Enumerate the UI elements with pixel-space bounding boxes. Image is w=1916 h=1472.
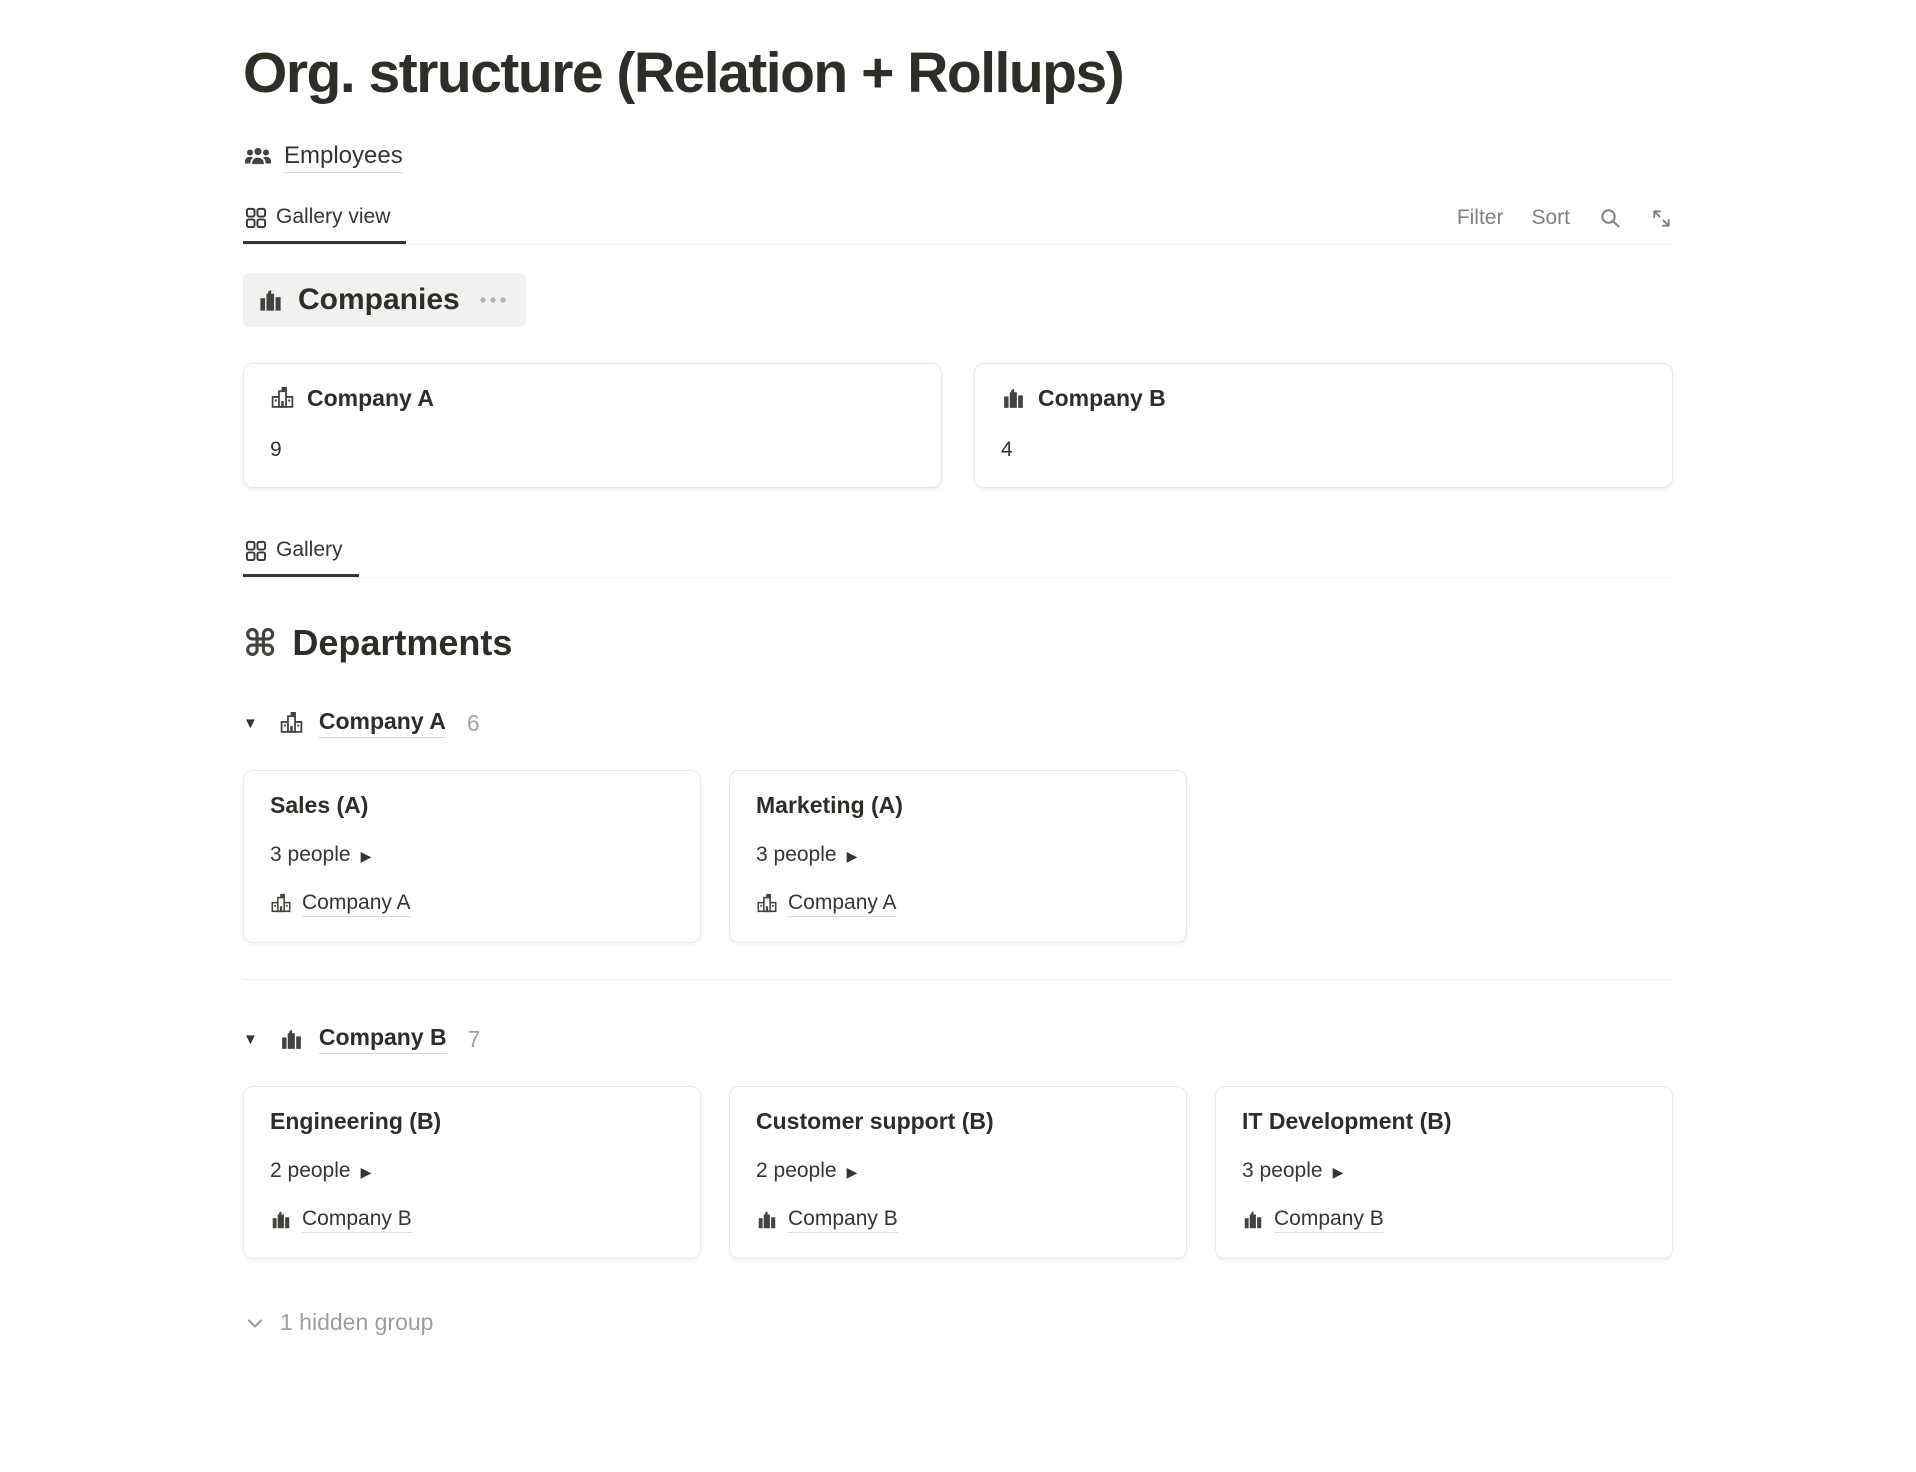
chevron-down-icon <box>243 1311 267 1335</box>
department-card-title: IT Development (B) <box>1242 1108 1452 1134</box>
departments-grid-company-a: Sales (A) 3 people ▶ Company A <box>243 770 1673 943</box>
group-divider <box>243 979 1673 980</box>
company-card[interactable]: Company B 4 <box>974 363 1673 488</box>
expand-icon[interactable] <box>1650 207 1673 230</box>
gallery-icon <box>244 206 267 229</box>
group-company-link[interactable]: Company A <box>318 708 446 738</box>
tab-gallery-label: Gallery <box>276 538 343 561</box>
empty-grid-cell <box>1215 770 1673 943</box>
play-icon[interactable]: ▶ <box>1332 1163 1344 1180</box>
company-card-title: Company A <box>307 385 434 411</box>
people-icon <box>243 145 273 171</box>
page-title: Org. structure (Relation + Rollups) <box>243 41 1125 105</box>
group-count: 7 <box>467 1025 481 1052</box>
companies-section-title: Companies <box>298 283 460 316</box>
companies-card-grid: Company A 9 Company B 4 <box>243 363 1673 488</box>
departments-grid-company-b: Engineering (B) 2 people ▶ Company B Cus… <box>243 1086 1673 1259</box>
database-link-row: Employees <box>243 142 1673 173</box>
people-count: 2 people <box>270 1159 351 1182</box>
departments-view-toolbar: Gallery <box>243 538 1673 578</box>
companies-section-header[interactable]: Companies <box>243 273 526 327</box>
school-icon <box>756 893 778 915</box>
department-card-title: Sales (A) <box>270 792 369 818</box>
search-icon[interactable] <box>1598 206 1622 230</box>
department-card[interactable]: Sales (A) 3 people ▶ Company A <box>243 770 701 943</box>
school-icon <box>270 386 295 411</box>
city-icon <box>279 1027 304 1052</box>
department-card-title: Engineering (B) <box>270 1108 442 1134</box>
city-icon <box>1242 1209 1264 1231</box>
department-card-title: Marketing (A) <box>756 792 903 818</box>
page: Org. structure (Relation + Rollups) Empl… <box>243 0 1673 1336</box>
group-header-company-a: ▼ Company A 6 <box>243 708 1673 738</box>
group-count: 6 <box>466 709 480 736</box>
departments-section-title: Departments <box>292 622 513 663</box>
triangle-down-icon[interactable]: ▼ <box>243 1030 258 1048</box>
people-count: 3 people <box>756 843 837 866</box>
company-card[interactable]: Company A 9 <box>243 363 942 488</box>
relation-company-link[interactable]: Company A <box>788 891 897 917</box>
tab-gallery-view[interactable]: Gallery view <box>243 205 406 244</box>
play-icon[interactable]: ▶ <box>360 1163 372 1180</box>
relation-company-link[interactable]: Company A <box>302 891 411 917</box>
triangle-down-icon[interactable]: ▼ <box>243 714 258 732</box>
hidden-group-toggle[interactable]: 1 hidden group <box>243 1309 1673 1336</box>
departments-section-header: ⌘ Departments <box>243 622 1673 664</box>
play-icon[interactable]: ▶ <box>846 847 858 864</box>
department-card[interactable]: Customer support (B) 2 people ▶ Company … <box>729 1086 1187 1259</box>
tab-gallery[interactable]: Gallery <box>243 538 359 577</box>
toolbar-actions: Filter Sort <box>1457 206 1673 244</box>
group-header-company-b: ▼ Company B 7 <box>243 1024 1673 1054</box>
people-count: 3 people <box>1242 1159 1323 1182</box>
relation-company-link[interactable]: Company B <box>302 1207 412 1233</box>
school-icon <box>270 893 292 915</box>
department-card[interactable]: IT Development (B) 3 people ▶ Company B <box>1215 1086 1673 1259</box>
hidden-group-label: 1 hidden group <box>280 1309 434 1335</box>
people-count: 3 people <box>270 843 351 866</box>
relation-company-link[interactable]: Company B <box>788 1207 898 1233</box>
tab-gallery-view-label: Gallery view <box>276 205 391 228</box>
city-icon <box>1001 386 1026 411</box>
filter-button[interactable]: Filter <box>1456 206 1504 229</box>
department-card[interactable]: Engineering (B) 2 people ▶ Company B <box>243 1086 701 1259</box>
company-card-title: Company B <box>1038 385 1166 411</box>
city-icon <box>257 287 284 314</box>
sort-button[interactable]: Sort <box>1531 206 1570 229</box>
company-rollup-value: 9 <box>270 438 282 461</box>
city-icon <box>756 1209 778 1231</box>
view-toolbar: Gallery view Filter Sort <box>243 205 1673 245</box>
school-icon <box>279 711 304 736</box>
dots-menu-icon[interactable] <box>478 295 508 305</box>
play-icon[interactable]: ▶ <box>846 1163 858 1180</box>
company-rollup-value: 4 <box>1001 438 1013 461</box>
group-company-link[interactable]: Company B <box>318 1024 447 1054</box>
database-title-link[interactable]: Employees <box>284 142 403 173</box>
city-icon <box>270 1209 292 1231</box>
people-count: 2 people <box>756 1159 837 1182</box>
relation-company-link[interactable]: Company B <box>1274 1207 1384 1233</box>
gallery-icon <box>244 539 267 562</box>
play-icon[interactable]: ▶ <box>360 847 372 864</box>
department-card[interactable]: Marketing (A) 3 people ▶ Company A <box>729 770 1187 943</box>
department-card-title: Customer support (B) <box>756 1108 994 1134</box>
command-icon: ⌘ <box>243 622 278 664</box>
